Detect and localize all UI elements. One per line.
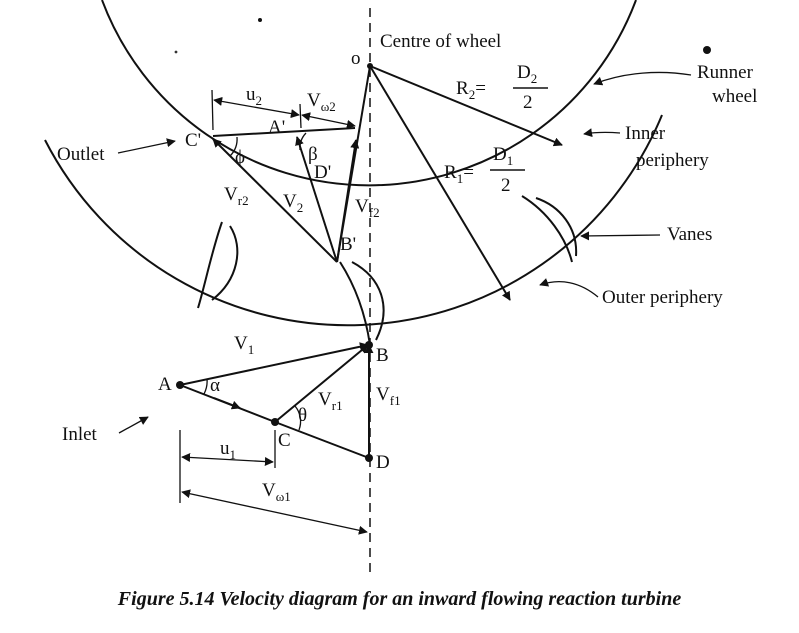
vanes-leader <box>580 231 661 241</box>
svg-text:R2=: R2= <box>456 78 486 102</box>
svg-text:D1: D1 <box>493 144 513 168</box>
outer-periphery-arc <box>44 114 663 327</box>
alpha-angle-arc <box>203 378 208 395</box>
beta-label: β <box>308 144 318 165</box>
inner-periphery-label: Inner <box>625 123 666 144</box>
vr2-label: Vr2 <box>224 184 249 208</box>
inner-periphery-arc <box>101 0 637 187</box>
point-b-prime-label: B' <box>340 234 356 255</box>
point-d-dot <box>365 454 373 462</box>
vw1-label: Vω1 <box>262 480 291 504</box>
phi-label: ϕ <box>235 147 245 168</box>
u2-dim-left-tick <box>211 89 214 131</box>
radius-r2-line <box>369 65 563 147</box>
v1-label: V1 <box>234 333 254 357</box>
runner-wheel-leader <box>593 71 692 86</box>
point-d-prime-label: D' <box>314 162 331 183</box>
runner-wheel-label: Runner <box>697 62 754 83</box>
vr1-vector <box>274 344 369 423</box>
v2-label: V2 <box>283 191 303 215</box>
theta-angle-arc <box>294 405 302 431</box>
v2-vector <box>295 136 338 263</box>
vr1-label: Vr1 <box>318 389 343 413</box>
point-a-label: A <box>158 374 172 395</box>
point-o-dot <box>367 63 373 69</box>
point-b-dot <box>365 341 373 349</box>
outer-periphery-label: Outer periphery <box>602 287 723 308</box>
vw1-dimension <box>181 489 368 535</box>
vane-left <box>197 221 239 309</box>
outlet-top-line <box>212 127 356 137</box>
svg-text:2: 2 <box>523 92 533 113</box>
point-c-prime-label: C' <box>185 130 201 151</box>
theta-label: θ <box>298 405 307 426</box>
u2-dim-mid-tick <box>299 103 302 129</box>
svg-text:R1=: R1= <box>444 162 474 186</box>
outlet-pointer-arrow <box>117 138 176 154</box>
speck <box>174 50 178 54</box>
speck <box>258 18 262 22</box>
point-b-label: B <box>376 345 389 366</box>
u2-label: u2 <box>246 84 262 108</box>
vane-right <box>521 195 578 263</box>
point-c-label: C <box>278 430 291 451</box>
v1-vector <box>179 342 369 386</box>
u1-dimension <box>181 452 274 467</box>
inner-periphery-leader <box>583 128 621 138</box>
svg-text:D2: D2 <box>517 62 537 86</box>
speck <box>703 46 711 54</box>
centre-of-wheel-label: Centre of wheel <box>380 31 501 52</box>
vanes-label: Vanes <box>667 224 712 245</box>
figure-caption: Figure 5.14 Velocity diagram for an inwa… <box>117 588 682 610</box>
svg-text:2: 2 <box>501 175 511 196</box>
r1-formula: R1= D1 2 <box>444 144 525 196</box>
inlet-pointer-arrow <box>118 416 149 434</box>
beta-angle-arc <box>299 132 307 151</box>
vf2-label: Vf2 <box>355 196 380 220</box>
u1-direction-arrow <box>213 397 241 410</box>
inlet-label: Inlet <box>62 424 98 445</box>
point-d-label: D <box>376 452 390 473</box>
vw2-label: Vω2 <box>307 90 336 114</box>
cd-line <box>274 421 370 459</box>
vf1-label: Vf1 <box>376 384 401 408</box>
radius-r1-line <box>369 65 511 301</box>
outer-periphery-leader <box>539 278 599 298</box>
b-prime-to-o-line <box>336 65 371 263</box>
centre-point-label: o <box>351 48 361 69</box>
runner-wheel-label-2: wheel <box>712 86 757 107</box>
inner-periphery-label-2: periphery <box>636 150 709 171</box>
point-c-dot <box>271 418 279 426</box>
point-a-dot <box>176 381 184 389</box>
alpha-label: α <box>210 375 220 396</box>
point-a-prime-label: A' <box>268 117 285 138</box>
vr2-vector <box>212 138 338 263</box>
u2-dimension <box>213 96 300 119</box>
vw2-dimension <box>301 112 356 129</box>
r2-formula: R2= D2 2 <box>456 62 548 113</box>
u1-label: u1 <box>220 438 236 462</box>
phi-angle-arc <box>229 136 238 157</box>
vane-centre <box>339 261 385 346</box>
outlet-label: Outlet <box>57 144 105 165</box>
